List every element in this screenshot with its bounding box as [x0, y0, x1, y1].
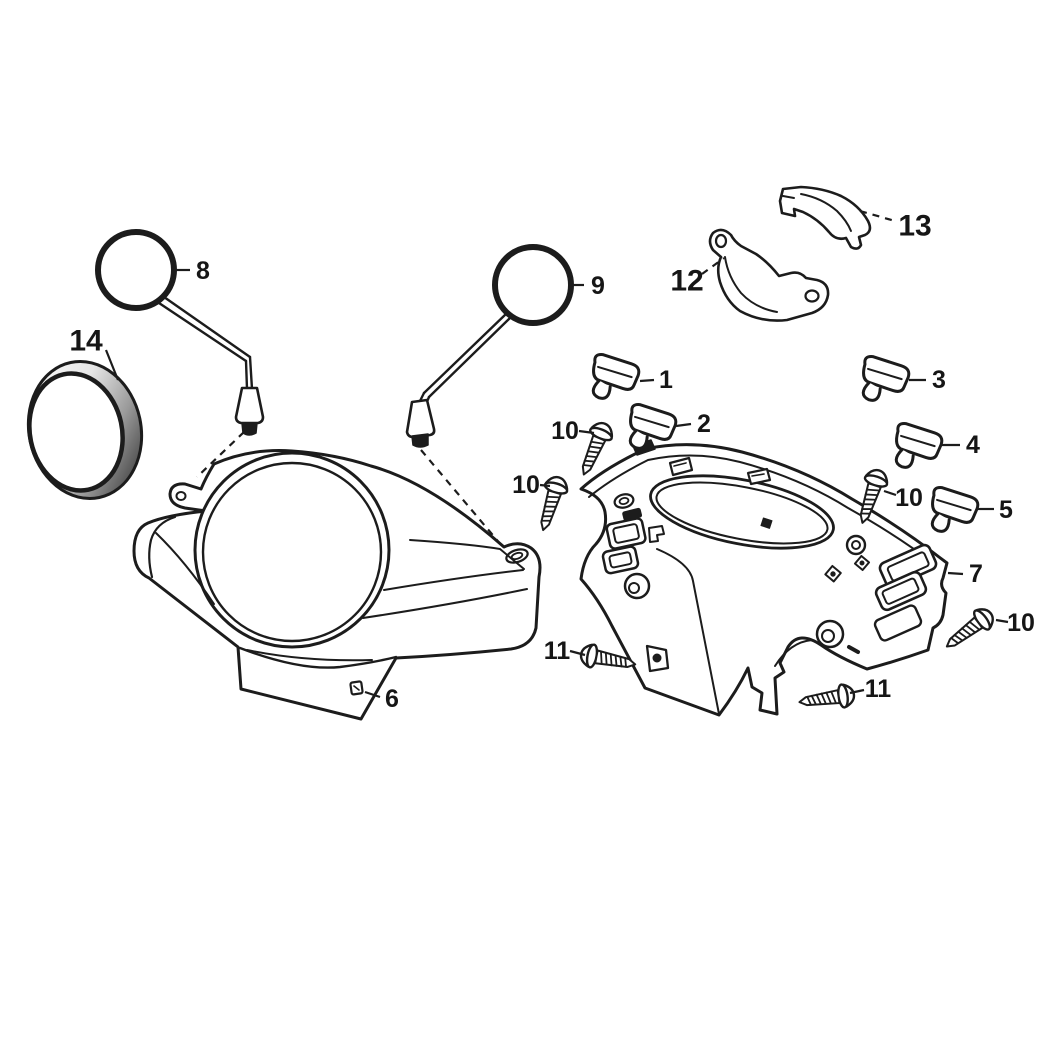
- part-front-cover: [132, 449, 542, 721]
- part-rear-cover: [579, 439, 949, 717]
- callout-13: 13: [898, 210, 931, 243]
- callout-11a: 11: [544, 637, 571, 665]
- callout-1: 1: [659, 366, 673, 394]
- leader-lines: [104, 209, 1009, 699]
- callout-6: 6: [385, 685, 399, 713]
- callout-3: 3: [932, 366, 946, 394]
- callout-2: 2: [697, 410, 711, 438]
- callout-10d: 10: [1007, 609, 1035, 637]
- callout-5: 5: [999, 496, 1013, 524]
- part-switch-1: [585, 351, 643, 407]
- callout-10b: 10: [512, 471, 540, 499]
- callout-14: 14: [69, 325, 103, 358]
- callout-8: 8: [196, 257, 210, 285]
- callout-4: 4: [966, 431, 980, 459]
- callout-7: 7: [969, 560, 983, 588]
- callout-10c: 10: [895, 484, 923, 512]
- part-headlight-ring: [26, 360, 144, 500]
- callout-11b: 11: [865, 675, 892, 703]
- part-mirror-left: [95, 229, 265, 436]
- part-bracket-13: [778, 185, 872, 250]
- screw-11-right: [796, 681, 857, 715]
- callout-10a: 10: [551, 417, 579, 445]
- part-mirror-right: [405, 244, 574, 448]
- callout-9: 9: [591, 272, 605, 300]
- part-bracket-12: [708, 228, 830, 322]
- callout-12: 12: [670, 265, 703, 298]
- assembly-line-right-mirror: [420, 449, 503, 547]
- assembly-line-left-mirror: [196, 431, 245, 478]
- part-switch-3: [855, 353, 913, 409]
- screw-10-bottom-right: [938, 602, 999, 657]
- part-switch-4: [888, 420, 946, 476]
- part-switch-5: [924, 484, 982, 540]
